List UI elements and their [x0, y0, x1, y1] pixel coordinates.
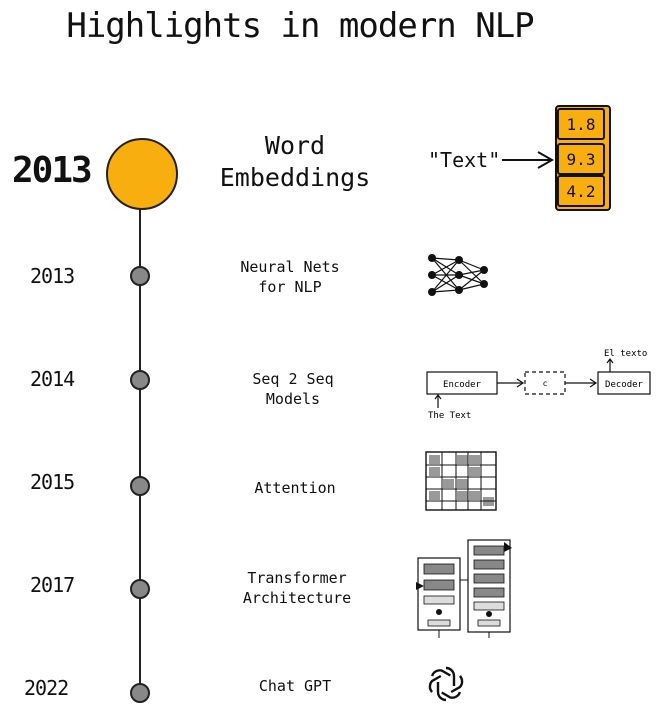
- milestone-label-3-line1: Seq 2 Seq: [252, 370, 334, 388]
- milestone-dot: [130, 579, 150, 599]
- context-label: c: [543, 379, 548, 388]
- milestone-label-6-line1: Chat GPT: [258, 677, 332, 695]
- milestone-label-5-line1: Transformer: [247, 569, 347, 587]
- milestone-label-5: Transformer Architecture: [222, 568, 372, 608]
- vector-cell: 4.2: [557, 175, 605, 207]
- year-label-1: 2013: [12, 150, 93, 191]
- vector-cell: 1.8: [557, 108, 605, 140]
- vector-cell: 9.3: [557, 143, 605, 175]
- year-label-4: 2015: [30, 470, 75, 494]
- page-title: Highlights in modern NLP: [66, 6, 534, 46]
- milestone-label-2-line1: Neural Nets: [240, 258, 340, 276]
- milestone-label-3: Seq 2 Seq Models: [218, 369, 368, 409]
- output-label: El texto: [604, 349, 647, 359]
- milestone-label-6: Chat GPT: [225, 676, 365, 696]
- input-label: The Text: [428, 411, 471, 421]
- milestone-dot: [130, 266, 150, 286]
- year-label-2: 2013: [30, 264, 75, 288]
- milestone-label-2-line2: for NLP: [258, 278, 322, 296]
- decoder-label: Decoder: [605, 380, 644, 390]
- timeline-line: [139, 190, 141, 695]
- openai-logo-icon: [428, 666, 464, 702]
- encoder-label: Encoder: [443, 380, 482, 390]
- embedding-arrow-icon: [502, 151, 555, 169]
- attention-matrix-icon: [425, 451, 497, 511]
- decoder-box: [597, 371, 651, 395]
- milestone-label-4: Attention: [225, 478, 365, 498]
- year-label-3: 2014: [30, 367, 75, 391]
- milestone-label-4-line1: Attention: [254, 479, 336, 497]
- milestone-label-2: Neural Nets for NLP: [215, 257, 365, 297]
- milestone-label-1-line2: Embeddings: [219, 163, 371, 192]
- milestone-label-1-line1: Word: [264, 131, 326, 160]
- transformer-diagram-icon: [416, 539, 512, 638]
- milestone-dot: [130, 370, 150, 390]
- milestone-label-3-line2: Models: [265, 390, 321, 408]
- year-label-6: 2022: [24, 676, 69, 700]
- big-milestone-dot: [106, 138, 178, 210]
- milestone-label-1: Word Embeddings: [210, 130, 380, 194]
- year-label-5: 2017: [30, 573, 75, 597]
- neural-network-icon: [428, 254, 488, 296]
- milestone-label-5-line2: Architecture: [242, 589, 352, 607]
- seq2seq-diagram: Encoder c Decoder El texto The Text: [426, 349, 651, 421]
- embedding-text: "Text": [428, 148, 501, 172]
- milestone-dot: [130, 683, 150, 703]
- milestone-dot: [130, 476, 150, 496]
